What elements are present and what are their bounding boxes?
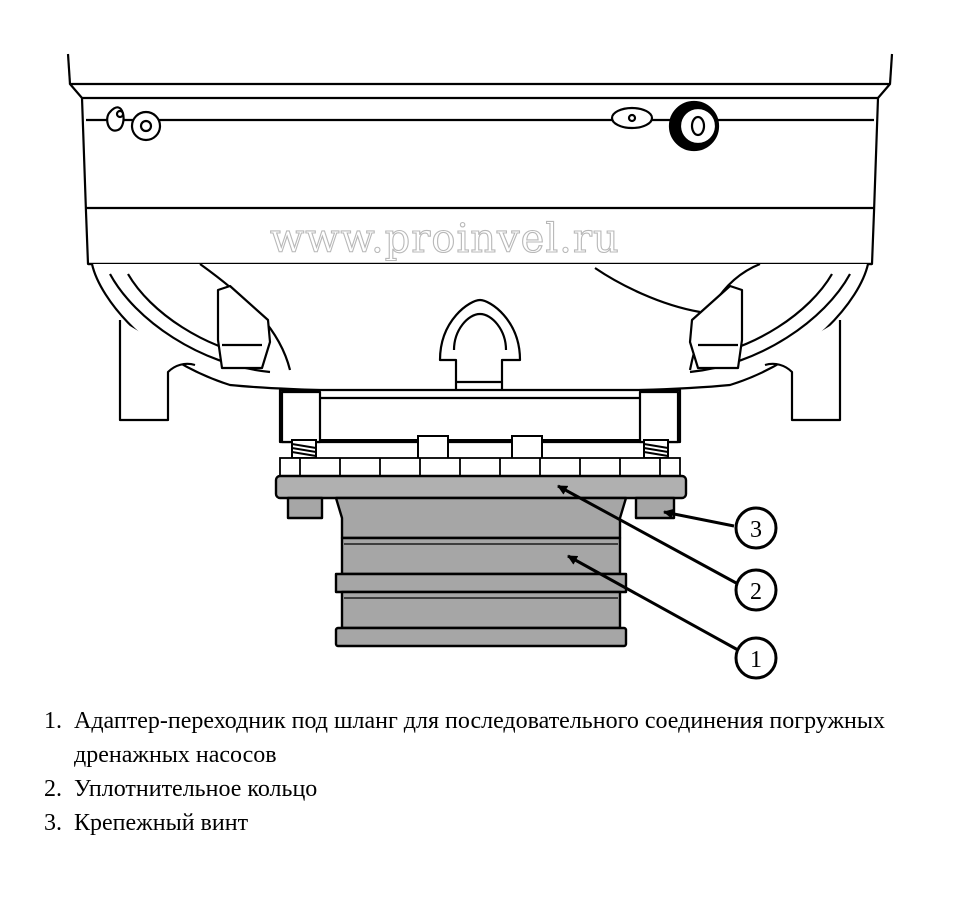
adapter-neck xyxy=(334,496,628,540)
legend-text-1: Адаптер-переходник под шланг для последо… xyxy=(74,708,886,768)
callout-2: 2 xyxy=(734,568,778,612)
legend-text-2: Уплотнительное кольцо xyxy=(74,776,318,802)
legend-list: 1. Адаптер-переходник под шланг для после… xyxy=(44,704,944,840)
hose-adapter xyxy=(274,474,688,648)
fastening-screw-left xyxy=(286,496,324,520)
fastening-screw-right xyxy=(634,496,676,520)
spring-bolts xyxy=(291,435,669,461)
legend-text-3: Крепежный винт xyxy=(74,810,249,836)
callout-number-1: 1 xyxy=(750,647,762,673)
legend-number-2: 2. xyxy=(44,776,62,802)
callout-circle-1 xyxy=(734,636,778,680)
callout-3: 3 xyxy=(734,506,778,550)
callout-circle-3 xyxy=(734,506,778,550)
callout-1: 1 xyxy=(734,636,778,680)
callout-number-2: 2 xyxy=(750,579,762,605)
callout-number-3: 3 xyxy=(750,517,762,543)
sealing-ring xyxy=(274,474,688,500)
legend-number-3: 3. xyxy=(44,810,62,836)
leader-line-3 xyxy=(663,508,735,528)
legend-item-2: 2. Уплотнительное кольцо xyxy=(44,772,944,806)
leader-line-1 xyxy=(567,554,739,652)
pump-body xyxy=(66,53,894,444)
leader-line-2 xyxy=(557,484,739,586)
callout-leaders xyxy=(557,484,739,652)
legend-item-3: 3. Крепежный винт xyxy=(44,806,944,840)
watermark-text: www.proinvel.ru xyxy=(270,216,620,262)
legend-item-1: 1. Адаптер-переходник под шланг для после… xyxy=(44,704,944,772)
callout-circle-2 xyxy=(734,568,778,612)
housing-bolts xyxy=(106,100,720,152)
flange-bolts xyxy=(279,457,681,479)
legend-number-1: 1. xyxy=(44,708,62,734)
